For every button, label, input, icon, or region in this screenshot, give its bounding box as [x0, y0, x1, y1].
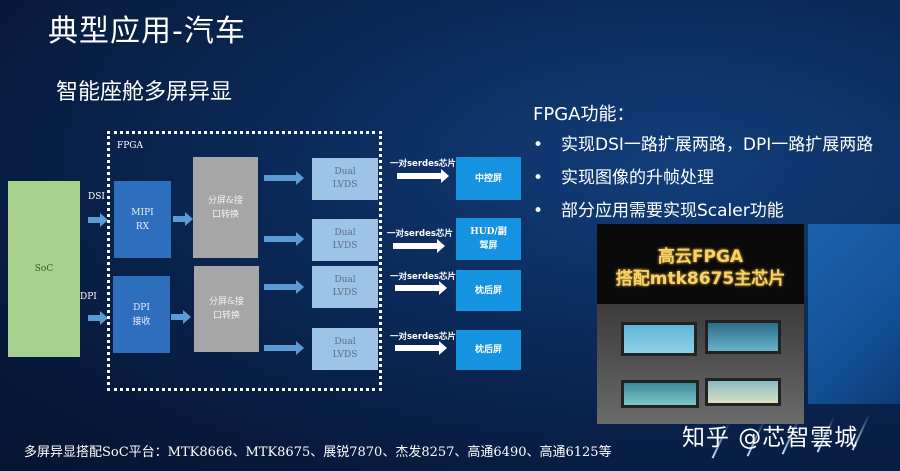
photo-screen-top-right — [705, 320, 781, 354]
fpga-boundary — [107, 131, 382, 391]
dual-lvds-block-3: Dual LVDS — [312, 266, 378, 308]
lvds-4-line2: LVDS — [332, 350, 358, 360]
lvds-4-line1: Dual — [334, 337, 356, 347]
dual-lvds-block-2: Dual LVDS — [312, 219, 378, 261]
fpga-function-item: 实现图像的升帧处理 — [533, 163, 873, 196]
dpi-rx-line2: 接收 — [132, 316, 151, 327]
split-convert-block-1: 分屏&接 口转换 — [193, 157, 258, 258]
screen-2-line1: HUD/副 — [470, 227, 507, 237]
screen-4-label: 枕后屏 — [474, 345, 502, 355]
serdes-arrow-icon-2 — [393, 239, 445, 253]
serdes-arrow-icon-4 — [395, 341, 447, 355]
dpi-receive-block: DPI 接收 — [113, 276, 170, 353]
serdes-label-2: 一对serdes芯片 — [387, 229, 453, 239]
photo-screen-top-left — [621, 322, 697, 356]
converter-1-line2: 口转换 — [211, 209, 239, 220]
photo-display-rig — [597, 304, 804, 424]
fpga-functions-list: 实现DSI一路扩展两路，DPI一路扩展两路 实现图像的升帧处理 部分应用需要实现… — [533, 130, 873, 229]
lvds-2-line1: Dual — [334, 228, 356, 238]
screen-3-label: 枕后屏 — [474, 285, 502, 296]
dpi-label: DPI — [80, 292, 97, 302]
converter-to-lvds-arrow-icon-4 — [264, 341, 304, 355]
dpi-arrow-icon — [88, 311, 108, 325]
soc-block: SoC — [8, 181, 80, 357]
serdes-label-3: 一对serdes芯片 — [390, 272, 456, 282]
dsi-label: DSI — [88, 192, 105, 202]
converter-2-line2: 口转换 — [212, 311, 240, 321]
mipi-rx-line1: MIPI — [131, 207, 154, 218]
converter-to-lvds-arrow-icon-1 — [264, 171, 304, 185]
serdes-arrow-icon-1 — [397, 169, 449, 183]
mipi-rx-line2: RX — [135, 221, 150, 232]
screen-hud-passenger: HUD/副 驾屏 — [456, 218, 521, 260]
slide-title: 典型应用-汽车 — [48, 14, 246, 49]
photo-screen-bottom-right — [705, 378, 781, 406]
screen-center-console: 中控屏 — [456, 157, 521, 200]
screen-1-label: 中控屏 — [474, 173, 502, 184]
dpi-to-converter-arrow-icon — [171, 310, 191, 324]
photo-caption-line2: 搭配mtk8675主芯片 — [615, 269, 786, 289]
converter-2-line1: 分屏&接 — [208, 297, 244, 307]
photo-caption: 高云FPGA 搭配mtk8675主芯片 — [597, 246, 804, 290]
dpi-rx-line1: DPI — [133, 302, 150, 313]
lvds-3-line1: Dual — [334, 275, 356, 285]
dual-lvds-block-1: Dual LVDS — [312, 158, 378, 200]
photo-screen-bottom-left — [621, 380, 699, 408]
lvds-1-line2: LVDS — [332, 180, 358, 190]
dual-lvds-block-4: Dual LVDS — [312, 328, 378, 370]
fpga-label: FPGA — [117, 141, 143, 151]
background-chip-graphic — [808, 224, 900, 404]
lvds-3-line2: LVDS — [332, 288, 358, 298]
fpga-function-item: 实现DSI一路扩展两路，DPI一路扩展两路 — [533, 130, 873, 163]
converter-to-lvds-arrow-icon-3 — [264, 280, 304, 294]
mipi-rx-block: MIPI RX — [114, 181, 171, 258]
screen-2-line2: 驾屏 — [479, 241, 498, 251]
soc-label: SoC — [34, 264, 54, 274]
photo-caption-line1: 高云FPGA — [657, 247, 744, 267]
fpga-function-item: 部分应用需要实现Scaler功能 — [533, 196, 873, 229]
soc-platforms-footnote: 多屏异显搭配SoC平台：MTK8666、MTK8675、展锐7870、杰发825… — [24, 445, 612, 460]
fpga-functions-title: FPGA功能： — [533, 104, 635, 125]
screen-rear-seat-1: 枕后屏 — [456, 270, 521, 311]
screen-rear-seat-2: 枕后屏 — [456, 330, 521, 370]
split-convert-block-2: 分屏&接 口转换 — [194, 266, 259, 352]
slide-subtitle: 智能座舱多屏异显 — [56, 80, 233, 105]
serdes-arrow-icon-3 — [395, 281, 447, 295]
lvds-1-line1: Dual — [334, 167, 356, 177]
dsi-arrow-icon — [88, 213, 108, 227]
architecture-diagram: SoC DSI DPI FPGA MIPI RX DPI 接收 分屏&接 口转换… — [8, 131, 521, 391]
serdes-label-1: 一对serdes芯片 — [390, 159, 456, 169]
demo-photo: 高云FPGA 搭配mtk8675主芯片 — [597, 224, 804, 424]
lvds-2-line2: LVDS — [332, 241, 358, 251]
serdes-label-4: 一对serdes芯片 — [390, 332, 456, 342]
converter-1-line1: 分屏&接 — [207, 195, 243, 206]
rx-to-converter-arrow-icon — [173, 212, 193, 226]
watermark: 知乎 @芯智雲城 — [682, 425, 859, 451]
converter-to-lvds-arrow-icon-2 — [264, 232, 304, 246]
